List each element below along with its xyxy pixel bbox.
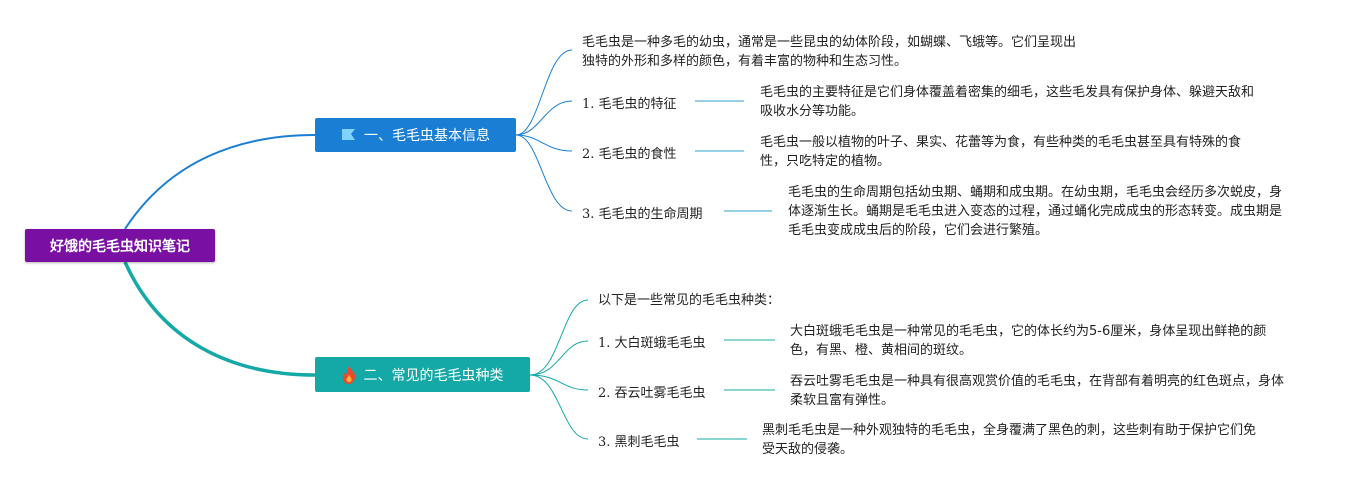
branch-basic-info-label: 一、毛毛虫基本信息 bbox=[364, 128, 490, 144]
basic-info-item-1-detail[interactable]: 毛毛虫的主要特征是它们身体覆盖着密集的细毛，这些毛发具有保护身体、躲避天敌和吸收… bbox=[760, 85, 1255, 119]
root-to-branch1-link bbox=[124, 134, 316, 230]
branch-basic-info[interactable]: 一、毛毛虫基本信息 bbox=[315, 118, 516, 152]
branch-common-species[interactable]: 二、常见的毛毛虫种类 bbox=[315, 357, 530, 392]
basic-info-item-2-label[interactable]: 2. 毛毛虫的食性 bbox=[582, 147, 677, 162]
root-topic[interactable]: 好饿的毛毛虫知识笔记 bbox=[25, 229, 215, 262]
basic-info-item-1-label[interactable]: 1. 毛毛虫的特征 bbox=[582, 97, 677, 112]
species-item-2-label[interactable]: 2. 吞云吐雾毛毛虫 bbox=[598, 386, 706, 401]
fire-icon bbox=[342, 365, 355, 384]
branch1-links bbox=[515, 49, 573, 212]
branch2-links bbox=[529, 299, 589, 440]
basic-info-intro[interactable]: 毛毛虫是一种多毛的幼虫，通常是一些昆虫的幼体阶段，如蝴蝶、飞蛾等。它们呈现出独特… bbox=[582, 35, 1077, 69]
species-item-3-label[interactable]: 3. 黑刺毛毛虫 bbox=[598, 435, 680, 450]
basic-info-item-3-label[interactable]: 3. 毛毛虫的生命周期 bbox=[582, 207, 703, 222]
branch-common-species-label: 二、常见的毛毛虫种类 bbox=[363, 367, 504, 384]
branch2-detail-links bbox=[697, 339, 775, 440]
common-species-intro[interactable]: 以下是一些常见的毛毛虫种类： bbox=[598, 293, 781, 308]
basic-info-item-2-detail[interactable]: 毛毛虫一般以植物的叶子、果实、花蕾等为食，有些种类的毛毛虫甚至具有特殊的食性，只… bbox=[760, 135, 1242, 169]
branch1-detail-links bbox=[695, 100, 772, 212]
species-item-1-label[interactable]: 1. 大白斑蛾毛毛虫 bbox=[598, 336, 706, 351]
flag-icon bbox=[342, 129, 355, 140]
basic-info-item-3-detail[interactable]: 毛毛虫的生命周期包括幼虫期、蛹期和成虫期。在幼虫期，毛毛虫会经历多次蜕皮，身体逐… bbox=[788, 185, 1283, 238]
root-title: 好饿的毛毛虫知识笔记 bbox=[50, 238, 190, 255]
species-item-3-detail[interactable]: 黑刺毛毛虫是一种外观独特的毛毛虫，全身覆满了黑色的刺，这些刺有助于保护它们免受天… bbox=[762, 423, 1257, 457]
root-to-branch2-link bbox=[123, 261, 316, 377]
species-item-1-detail[interactable]: 大白斑蛾毛毛虫是一种常见的毛毛虫，它的体长约为5-6厘米，身体呈现出鲜艳的颜色，… bbox=[790, 324, 1267, 358]
species-item-2-detail[interactable]: 吞云吐雾毛毛虫是一种具有很高观赏价值的毛毛虫，在背部有着明亮的红色斑点，身体柔软… bbox=[790, 374, 1285, 408]
